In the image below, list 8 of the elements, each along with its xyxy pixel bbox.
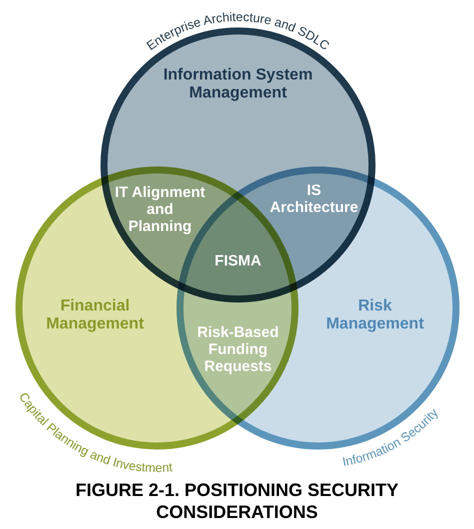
overlap-label: IS Architecture (268, 183, 360, 217)
circle-title: Financial Management (45, 298, 145, 334)
circle-title: Information System Management (162, 66, 314, 104)
figure-caption: FIGURE 2-1. POSITIONING SECURITY CONSIDERATIONS (74, 480, 400, 524)
overlap-label: FISMA (214, 254, 262, 270)
overlap-label: IT Alignment and Planning (114, 184, 206, 236)
circle-title: Risk Management (325, 298, 425, 334)
overlap-label: Risk-Based Funding Requests (196, 324, 280, 376)
